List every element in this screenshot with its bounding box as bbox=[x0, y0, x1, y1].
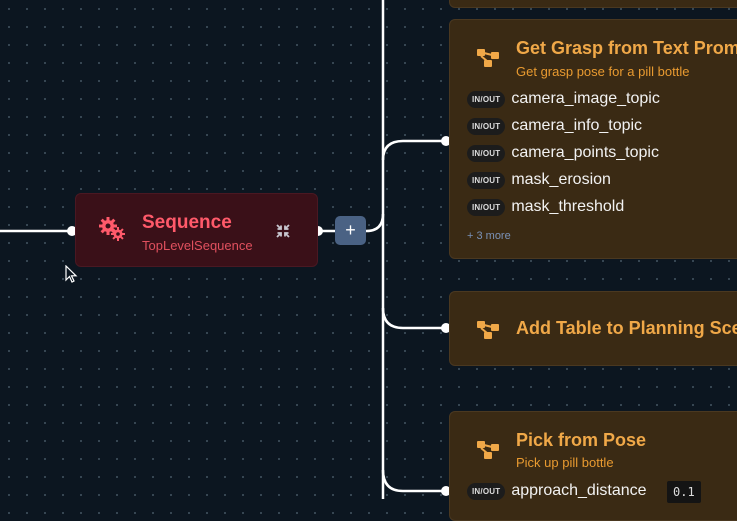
behavior-title: Get Grasp from Text Prompt bbox=[516, 38, 737, 58]
port-row[interactable]: IN/OUT mask_threshold bbox=[467, 197, 624, 217]
sequence-subtitle: TopLevelSequence bbox=[142, 238, 253, 253]
in-out-badge: IN/OUT bbox=[467, 198, 506, 216]
behavior-subtitle: Pick up pill bottle bbox=[516, 455, 614, 470]
port-name: camera_points_topic bbox=[511, 144, 659, 161]
port-name: approach_distance bbox=[511, 482, 647, 499]
sequence-title: Sequence bbox=[142, 212, 232, 233]
port-row[interactable]: IN/OUT camera_info_topic bbox=[467, 116, 642, 136]
behavior-node-pick-from-pose[interactable]: Pick from Pose Pick up pill bottle IN/OU… bbox=[449, 411, 737, 521]
port-row[interactable]: IN/OUT camera_points_topic bbox=[467, 143, 659, 163]
behavior-input-port-1[interactable] bbox=[441, 136, 451, 146]
behavior-node-above[interactable] bbox=[449, 0, 737, 8]
in-out-badge: IN/OUT bbox=[467, 117, 506, 135]
behavior-subtitle: Get grasp pose for a pill bottle bbox=[516, 64, 690, 79]
behavior-node-get-grasp[interactable]: Get Grasp from Text Prompt Get grasp pos… bbox=[449, 19, 737, 259]
in-out-badge: IN/OUT bbox=[467, 144, 506, 162]
behavior-node-add-table[interactable]: Add Table to Planning Scene bbox=[449, 291, 737, 366]
port-value-field[interactable]: 0.1 bbox=[667, 481, 701, 503]
behavior-input-port-3[interactable] bbox=[441, 486, 451, 496]
port-name: camera_info_topic bbox=[511, 117, 643, 134]
port-name: mask_erosion bbox=[511, 171, 611, 188]
collapse-arrows-icon[interactable] bbox=[275, 223, 291, 244]
in-out-badge: IN/OUT bbox=[467, 171, 506, 189]
sequence-output-port[interactable] bbox=[313, 226, 323, 236]
behavior-title: Add Table to Planning Scene bbox=[516, 318, 737, 338]
behavior-title: Pick from Pose bbox=[516, 430, 647, 450]
more-ports-link[interactable]: + 3 more bbox=[467, 230, 511, 242]
port-name: mask_threshold bbox=[511, 198, 625, 215]
port-row[interactable]: IN/OUT camera_image_topic bbox=[467, 89, 660, 109]
sequence-input-port[interactable] bbox=[67, 226, 77, 236]
behavior-input-port-2[interactable] bbox=[441, 323, 451, 333]
port-row[interactable]: IN/OUT mask_erosion bbox=[467, 170, 611, 190]
hierarchy-icon bbox=[477, 48, 499, 73]
mouse-cursor-icon bbox=[65, 265, 78, 283]
sequence-node[interactable]: Sequence TopLevelSequence bbox=[75, 193, 318, 267]
in-out-badge: IN/OUT bbox=[467, 482, 506, 500]
port-name: camera_image_topic bbox=[511, 90, 660, 107]
in-out-badge: IN/OUT bbox=[467, 90, 506, 108]
hierarchy-icon bbox=[477, 440, 499, 465]
add-child-button[interactable]: + bbox=[335, 216, 366, 245]
connection-wires bbox=[0, 0, 446, 499]
port-row[interactable]: IN/OUT approach_distance bbox=[467, 481, 647, 501]
hierarchy-icon bbox=[477, 320, 499, 345]
gears-icon bbox=[98, 216, 126, 247]
